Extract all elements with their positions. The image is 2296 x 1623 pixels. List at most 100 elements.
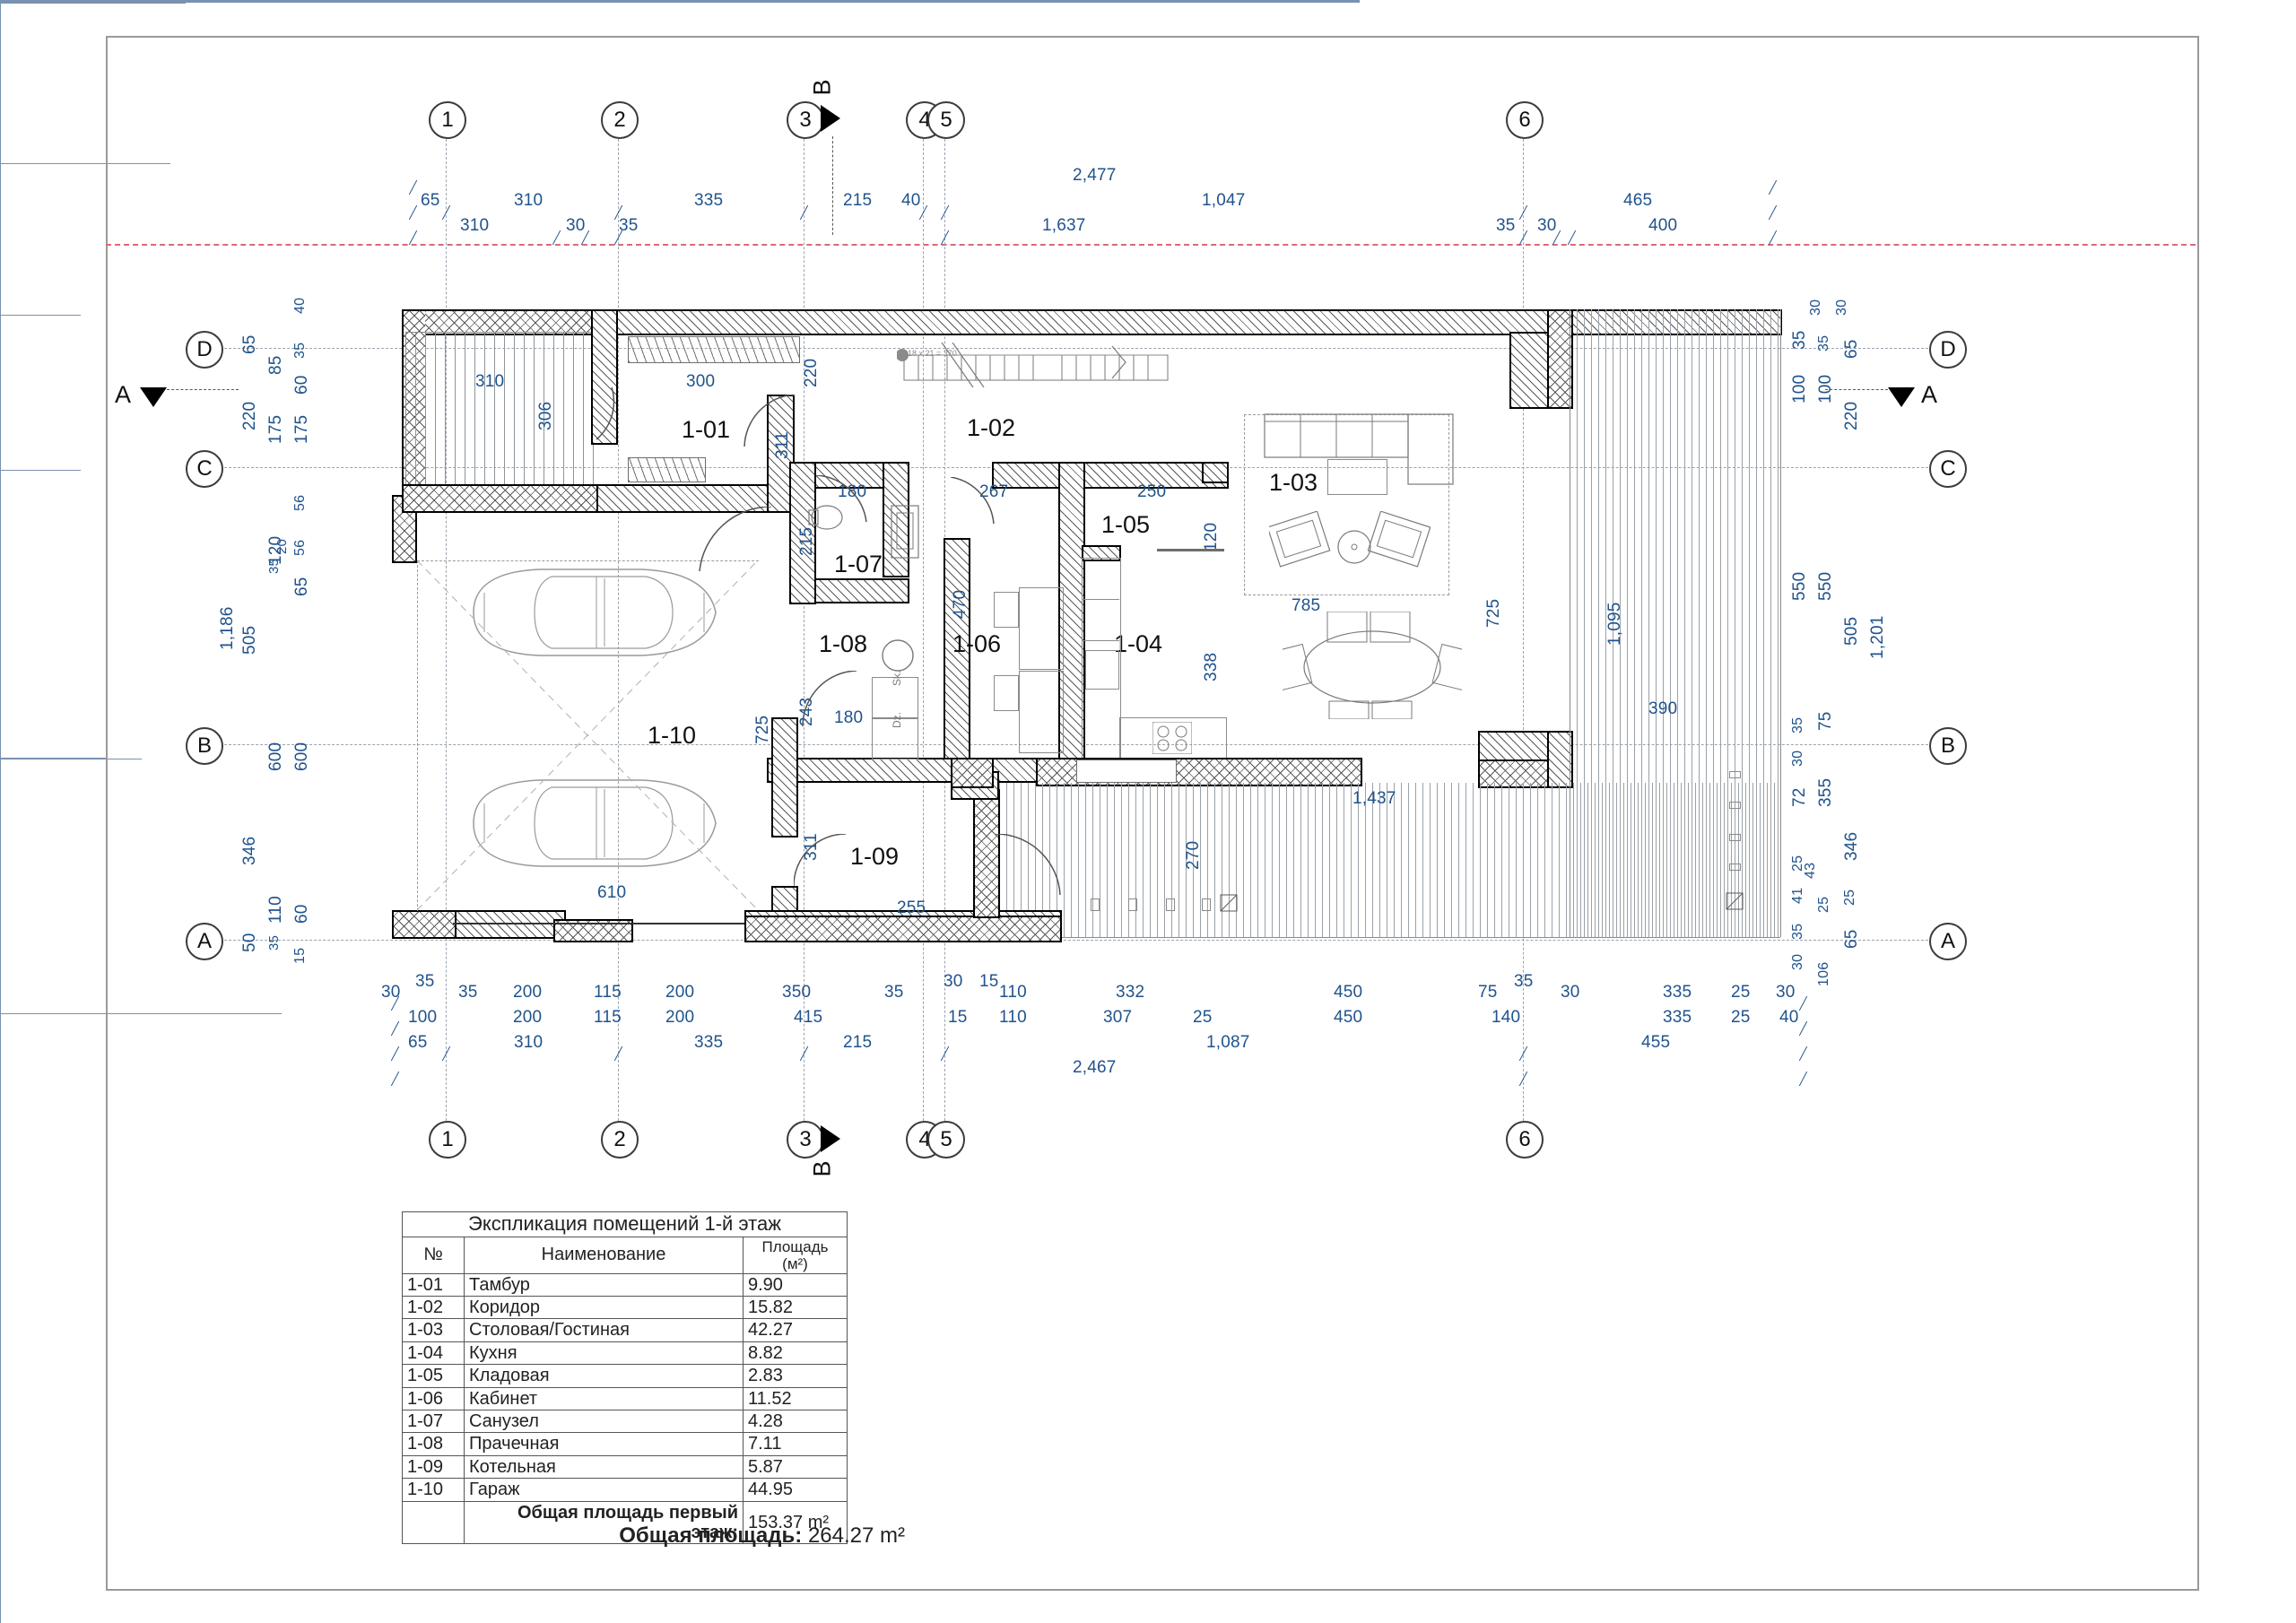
grid-bubble-left-c[interactable]: C <box>186 450 223 488</box>
dim-left-56b: 56 <box>292 539 308 556</box>
dim-1437: 1,437 <box>1352 789 1396 808</box>
dim-left-60b: 60 <box>292 904 311 924</box>
dim-top-30b: 30 <box>1537 216 1557 235</box>
cooktop <box>1152 722 1192 754</box>
wall-garage-door-left <box>553 919 633 942</box>
section-line-b-top <box>832 136 834 235</box>
row-num: 1-04 <box>402 1341 465 1366</box>
dim-left-35a: 35 <box>266 558 282 574</box>
row-num: 1-08 <box>402 1432 465 1456</box>
dim-right-505: 505 <box>1842 616 1861 646</box>
dim-line-311a <box>0 225 1 315</box>
table-title-row: Экспликация помещений 1-й этаж <box>402 1211 848 1237</box>
wall-tambour-bottom-outer <box>402 484 598 513</box>
grid-bubble-top-6[interactable]: 6 <box>1506 101 1544 139</box>
terrace-right-edge <box>1780 309 1781 937</box>
dim-line-243 <box>0 371 1 470</box>
dim-255: 255 <box>897 898 926 917</box>
dim-top-1047: 1,047 <box>1202 191 1246 210</box>
dim-bot3-455: 455 <box>1641 1033 1671 1052</box>
dim-bot3-335: 335 <box>694 1033 724 1052</box>
grid-bubble-left-b[interactable]: B <box>186 727 223 765</box>
room-label-1-03: 1-03 <box>1269 469 1318 496</box>
dim-bot-75: 75 <box>1478 983 1498 1002</box>
dim-right-35d: 35 <box>1816 334 1831 352</box>
dim-line-120 <box>0 759 1 812</box>
desk-2 <box>1019 671 1064 753</box>
dim-bot-total: 2,467 <box>1073 1058 1117 1077</box>
dim-porch-310: 310 <box>475 372 505 391</box>
dim-line-310-porch <box>0 3 186 4</box>
grid-bubble-right-d[interactable]: D <box>1929 331 1967 369</box>
dim-top-30: 30 <box>566 216 586 235</box>
grid-label: 6 <box>1518 1127 1531 1151</box>
row-name: Гараж <box>464 1478 744 1502</box>
side-table-round <box>1337 530 1371 564</box>
grid-bubble-bottom-6[interactable]: 6 <box>1506 1121 1544 1159</box>
dim-bot2-450: 450 <box>1334 1008 1363 1027</box>
grid-bubble-right-b[interactable]: B <box>1929 727 1967 765</box>
dim-bot2-307: 307 <box>1103 1008 1133 1027</box>
terrace-fixture-4 <box>1729 864 1741 871</box>
grid-bubble-left-d[interactable]: D <box>186 331 223 369</box>
grid-bubble-right-a[interactable]: A <box>1929 923 1967 960</box>
row-num: 1-05 <box>402 1364 465 1388</box>
grid-label: 1 <box>441 1127 454 1151</box>
wall-inner-7 <box>789 462 816 604</box>
dim-725b: 725 <box>753 715 772 744</box>
gridline-col-4 <box>923 139 924 1134</box>
row-area: 15.82 <box>743 1296 848 1320</box>
dim-left-50: 50 <box>240 933 259 952</box>
row-area: 42.27 <box>743 1318 848 1342</box>
row-num: 1-06 <box>402 1386 465 1411</box>
subtotal-value: 153.37 m² <box>743 1500 848 1545</box>
grid-bubble-bottom-1[interactable]: 1 <box>429 1121 466 1159</box>
dim-left-85: 85 <box>266 355 285 375</box>
dining-table <box>1283 612 1462 719</box>
grid-bubble-top-3[interactable]: 3 <box>787 101 824 139</box>
dim-right-30d: 30 <box>1834 299 1849 316</box>
grid-label: 5 <box>940 1127 952 1151</box>
toilet-fixture <box>808 505 843 530</box>
grid-label: A <box>1940 929 1955 953</box>
dim-right-35c: 35 <box>1790 923 1805 940</box>
grid-bubble-top-2[interactable]: 2 <box>601 101 639 139</box>
coffee-table <box>1327 459 1387 495</box>
row-name: Котельная <box>464 1454 744 1480</box>
dim-left-56a: 56 <box>292 494 308 511</box>
grid-label: 6 <box>1518 108 1531 132</box>
laundry-label-dz: Dz. <box>891 712 903 728</box>
room-label-1-07: 1-07 <box>834 551 883 577</box>
dim-right-30c: 30 <box>1808 299 1823 316</box>
grid-bubble-top-5[interactable]: 5 <box>927 101 965 139</box>
dim-bot2-40: 40 <box>1779 1008 1799 1027</box>
door-swing-terrace <box>996 834 1061 896</box>
grid-bubble-bottom-5[interactable]: 5 <box>927 1121 965 1159</box>
dim-bot-30c: 30 <box>1561 983 1580 1002</box>
dim-right-35b: 35 <box>1790 716 1805 733</box>
dim-left-35b: 35 <box>266 934 282 950</box>
row-name: Столовая/Гостиная <box>464 1318 744 1342</box>
room-label-1-06: 1-06 <box>952 630 1002 657</box>
armchair-2 <box>1368 511 1431 568</box>
dim-top-335: 335 <box>694 191 724 210</box>
dim-220: 220 <box>802 358 821 387</box>
dim-267: 267 <box>979 482 1009 501</box>
grid-bubble-bottom-3[interactable]: 3 <box>787 1121 824 1159</box>
dim-top-35: 35 <box>619 216 639 235</box>
wall-boiler-left-top <box>771 717 798 838</box>
door-swing-bath <box>816 475 867 523</box>
car-1 <box>473 568 717 656</box>
row-num: 1-09 <box>402 1454 465 1480</box>
grid-bubble-top-1[interactable]: 1 <box>429 101 466 139</box>
wall-garage-bottom-x <box>392 910 457 939</box>
grid-bubble-left-a[interactable]: A <box>186 923 223 960</box>
row-name: Кладовая <box>464 1364 744 1388</box>
dim-right-550a: 550 <box>1790 571 1809 601</box>
grid-bubble-right-c[interactable]: C <box>1929 450 1967 488</box>
grid-label: 1 <box>441 108 454 132</box>
grid-bubble-bottom-2[interactable]: 2 <box>601 1121 639 1159</box>
